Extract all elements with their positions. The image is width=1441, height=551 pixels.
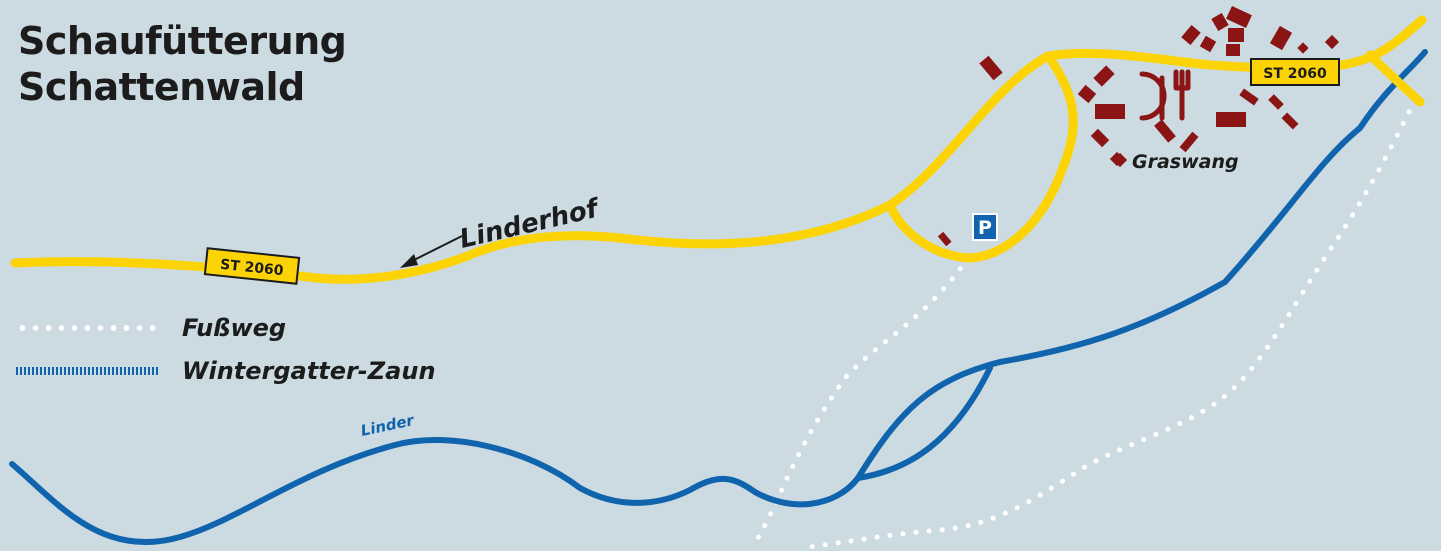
- road-badge-west: ST 2060: [203, 247, 301, 285]
- footpath: [749, 97, 1418, 551]
- fence-symbol-icon: [16, 367, 160, 375]
- arrow-to-linderhof-icon: [400, 235, 463, 268]
- direction-label-linderhof: Linderhof: [457, 193, 604, 255]
- title-line-1: Schaufütterung: [18, 19, 347, 63]
- legend-item-footpath: Fußweg: [16, 313, 286, 343]
- village-label: Graswang: [1132, 151, 1239, 173]
- road-badge-east: ST 2060: [1250, 58, 1340, 86]
- road-badge-east-label: ST 2060: [1263, 66, 1327, 82]
- wintergatter-fence: [9, 49, 1428, 546]
- buildings-graswang: [937, 6, 1340, 247]
- fork-knife-plate-icon: [1139, 69, 1191, 121]
- river-label: Linder: [359, 411, 417, 440]
- page-title: Schaufütterung Schattenwald: [18, 18, 347, 110]
- road-badge-west-label: ST 2060: [219, 257, 284, 280]
- parking-sign-icon: P: [972, 213, 998, 241]
- legend-label-footpath: Fußweg: [182, 314, 287, 342]
- legend-item-fence: Wintergatter-Zaun: [16, 356, 436, 386]
- title-line-2: Schattenwald: [18, 65, 305, 109]
- village-marker: Graswang: [1112, 151, 1239, 173]
- legend-label-fence: Wintergatter-Zaun: [182, 357, 436, 385]
- footpath-symbol-icon: [16, 323, 160, 333]
- parking-label: P: [978, 217, 992, 239]
